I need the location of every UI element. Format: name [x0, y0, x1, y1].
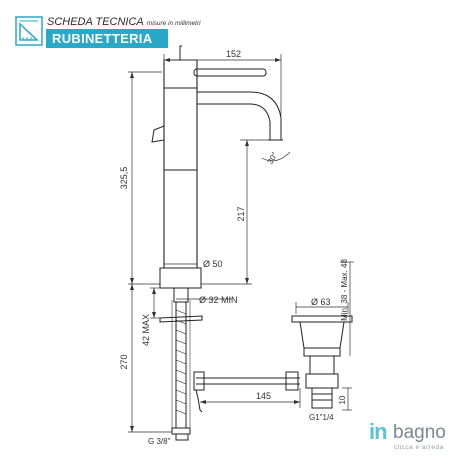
logo-bagno-text: bagno: [393, 422, 446, 443]
logo-tagline: clicca e arreda: [394, 444, 444, 451]
dim-total-height: 325,5: [119, 167, 129, 190]
dim-spout-reach: 152: [226, 49, 241, 59]
faucet-spout: [197, 91, 282, 141]
dim-connection: G 3/8": [148, 437, 171, 446]
subtitle-text: misure in millimetri: [146, 20, 201, 27]
dim-max-deck: 42 MAX: [141, 314, 151, 346]
dim-waste-diameter: Ø 63: [311, 297, 331, 307]
title-text: SCHEDA TECNICA: [47, 16, 144, 28]
dim-waste-offset: 10: [338, 395, 347, 404]
dim-waste-thread: G1"1/4: [309, 413, 334, 422]
faucet-lever: [179, 45, 182, 60]
dim-hole-diameter: Ø 32 MIN: [199, 295, 238, 305]
dim-spout-height: 217: [236, 206, 246, 221]
faucet-body: [163, 59, 198, 269]
waste-fitting: [291, 315, 353, 323]
technical-drawing-icon: [15, 16, 43, 46]
dim-angle: 30°: [266, 151, 280, 166]
category-badge: RUBINETTERIA: [46, 29, 168, 48]
dim-hose-length: 270: [119, 354, 129, 369]
dim-waste-range: Min. 38 - Max. 48: [340, 259, 349, 321]
logo-in-text: in: [369, 419, 388, 444]
dim-body-diameter: Ø 50: [203, 259, 223, 269]
dim-rod-length: 145: [256, 391, 271, 401]
brand-logo: in bagno clicca e arreda: [369, 419, 459, 459]
